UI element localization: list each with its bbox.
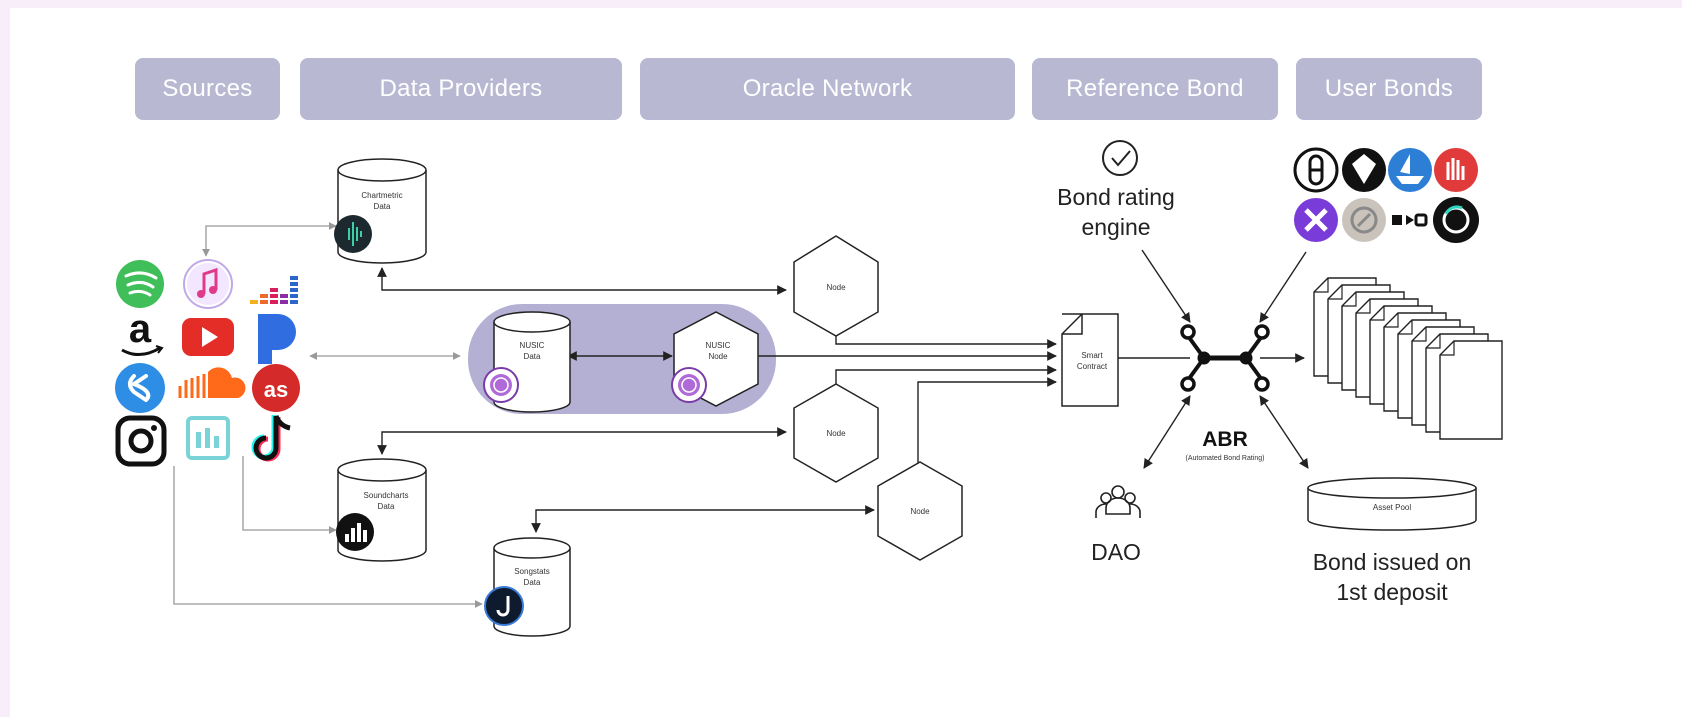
bond-document-fold — [1426, 334, 1441, 349]
bond-documents-stack — [1313, 277, 1503, 440]
x-icon — [1294, 198, 1338, 242]
ring-icon — [1433, 197, 1479, 243]
tiktok-icon — [251, 414, 291, 462]
abr-network-icon — [1180, 324, 1270, 392]
header-data-providers: Data Providers — [300, 58, 622, 120]
header-oracle-network: Oracle Network — [640, 58, 1015, 120]
header-reference-bond: Reference Bond — [1032, 58, 1278, 120]
nusic-data-label-2: Data — [524, 352, 541, 361]
boomplay-icon — [186, 416, 230, 460]
songstats-label-2: Data — [524, 578, 541, 587]
nusic-database: NUSIC Data — [483, 311, 571, 413]
data-connectors — [377, 249, 1309, 533]
nusic-node-label-1: NUSIC — [706, 341, 731, 350]
chartmetric-label-2: Data — [374, 202, 391, 211]
youtube-icon — [182, 318, 234, 356]
bond-document-fold — [1342, 292, 1357, 307]
smart-contract-label-1: Smart — [1081, 351, 1103, 360]
songstats-database: Songstats Data — [484, 537, 571, 637]
header-sources: Sources — [135, 58, 280, 120]
bond-document-fold — [1412, 327, 1427, 342]
bond-document-fold — [1398, 320, 1413, 335]
nusic-logo-icon — [483, 367, 519, 403]
node-bottom: Node — [877, 461, 963, 561]
bond-document — [1439, 340, 1503, 440]
node-middle: Node — [793, 383, 879, 483]
nusic-node-label-2: Node — [708, 352, 728, 361]
soundcharts-database: Soundcharts Data — [336, 458, 427, 562]
svg-text:a: a — [129, 307, 152, 351]
lastfm-icon: as — [252, 364, 300, 412]
diagram-canvas: Sources Data Providers Oracle Network Re… — [10, 8, 1682, 717]
user-bond-platform-icons — [1293, 147, 1479, 243]
soundcloud-icon — [178, 367, 246, 398]
hand-icon — [1434, 148, 1478, 192]
bond-rating-engine-label-1: Bond rating — [1057, 184, 1175, 210]
node-bottom-label: Node — [910, 507, 930, 516]
amazon-icon: a — [121, 307, 164, 356]
node-top-label: Node — [826, 283, 846, 292]
nusic-data-label-1: NUSIC — [520, 341, 545, 350]
bond-issued-label-2: 1st deposit — [1336, 579, 1448, 605]
bond-document-fold — [1356, 299, 1371, 314]
diamond-icon — [1342, 148, 1386, 192]
instagram-icon — [115, 415, 167, 467]
chartmetric-logo-icon — [334, 215, 372, 253]
songstats-label-1: Songstats — [514, 567, 550, 576]
svg-text:as: as — [264, 377, 288, 402]
shazam-icon — [115, 363, 165, 413]
abr-title: ABR — [1202, 428, 1248, 451]
bond-document-fold — [1370, 306, 1385, 321]
bond-issued-label-1: Bond issued on — [1313, 549, 1472, 575]
bond-rating-engine-label-2: engine — [1081, 214, 1150, 240]
abr-subtitle: (Automated Bond Rating) — [1186, 455, 1265, 462]
asset-pool-label: Asset Pool — [1373, 503, 1411, 512]
people-group-icon — [1095, 485, 1141, 518]
dao-label: DAO — [1091, 539, 1141, 565]
boat-icon — [1388, 148, 1432, 192]
bond-document-fold — [1440, 341, 1455, 356]
pill-icon — [1293, 147, 1339, 193]
chartmetric-label-1: Chartmetric — [361, 191, 402, 200]
bond-document-fold — [1384, 313, 1399, 328]
bond-document-fold — [1314, 278, 1329, 293]
chartmetric-database: Chartmetric Data — [334, 158, 427, 264]
dao-group: DAO — [1091, 485, 1141, 565]
node-middle-label: Node — [826, 429, 846, 438]
flow-diagram: Chartmetric Data NUSIC Data Soundcharts … — [115, 140, 1503, 637]
apple-music-icon — [183, 259, 233, 309]
smart-contract-document: Smart Contract — [1061, 313, 1119, 407]
soundcharts-logo-icon — [336, 513, 374, 551]
soundcharts-label-1: Soundcharts — [364, 491, 409, 500]
coin-icon — [1342, 198, 1386, 242]
soundcharts-label-2: Data — [378, 502, 395, 511]
nusic-node-logo-icon — [671, 367, 707, 403]
node-top: Node — [793, 235, 879, 337]
bond-rating-engine: Bond rating engine — [1057, 140, 1175, 240]
pandora-icon — [258, 314, 296, 364]
songstats-logo-icon — [484, 586, 524, 626]
header-user-bonds: User Bonds — [1296, 58, 1482, 120]
wordmark-icon — [1392, 213, 1428, 227]
spotify-icon — [116, 260, 164, 308]
asset-pool: Asset Pool Bond issued on 1st deposit — [1307, 477, 1477, 605]
music-source-icons: a as — [115, 259, 300, 467]
deezer-icon — [250, 276, 298, 304]
bond-document-fold — [1328, 285, 1343, 300]
smart-contract-label-2: Contract — [1077, 362, 1108, 371]
source-connectors — [173, 222, 483, 608]
nusic-node: NUSIC Node — [671, 311, 759, 407]
checkmark-icon — [1102, 140, 1138, 176]
